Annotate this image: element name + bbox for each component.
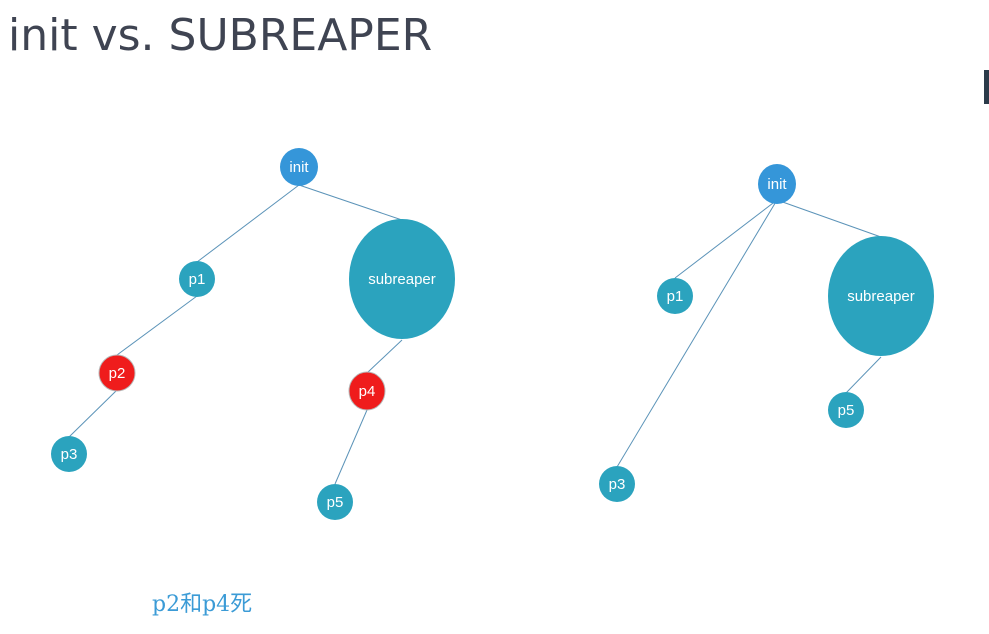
slide-title: init vs. SUBREAPER [8,10,433,61]
node-p5: p5 [317,484,353,520]
node-p4-label: p4 [359,383,376,400]
node-init-circle [280,148,318,186]
edge-init-subreaper [298,184,403,221]
node-p3-circle [51,436,87,472]
node-p4-circle [348,371,386,411]
edge-subreaper-p5-right [845,356,882,394]
node-p5-right-circle [828,392,864,428]
node-p3-right: p3 [599,466,635,502]
node-p1-right-label: p1 [667,288,684,305]
node-init-right: init [758,164,796,204]
node-subreaper-circle [349,219,455,339]
node-p2-label: p2 [109,365,126,382]
node-subreaper: subreaper [349,219,455,339]
edge-p1-p2 [116,295,198,356]
edge-init-subreaper-right [776,199,882,238]
node-p5-label: p5 [327,494,344,511]
edge-p4-p5 [334,409,368,485]
node-p1-circle [179,261,215,297]
right-tree: init p1 subreaper p3 p5 [599,164,934,502]
node-init: init [280,148,318,186]
edge-init-p1-right [674,199,778,279]
node-subreaper-right: subreaper [828,236,934,356]
node-p1-label: p1 [189,271,206,288]
node-p2-dead: p2 [98,354,136,392]
node-subreaper-right-circle [828,236,934,356]
node-p3-label: p3 [61,446,78,463]
node-init-label: init [289,159,309,176]
edge-marker-bar [984,70,989,104]
node-p5-right: p5 [828,392,864,428]
node-init-right-label: init [767,176,787,193]
node-subreaper-right-label: subreaper [847,288,915,305]
node-p3-right-label: p3 [609,476,626,493]
node-init-right-circle [758,164,796,204]
node-p1-right-circle [657,278,693,314]
edge-init-p1 [196,184,300,263]
node-p3-right-circle [599,466,635,502]
diagram-caption: p2和p4死 [152,592,253,617]
node-p5-circle [317,484,353,520]
node-p5-right-label: p5 [838,402,855,419]
node-p1: p1 [179,261,215,297]
left-tree: init p1 subreaper p2 p3 p4 p5 [51,148,455,520]
node-p3: p3 [51,436,87,472]
node-p4-dead: p4 [348,371,386,411]
edge-subreaper-p4 [366,339,403,374]
node-p1-right: p1 [657,278,693,314]
edge-init-p3-right [616,199,778,468]
node-p2-circle [98,354,136,392]
edge-p2-p3 [68,389,118,438]
node-subreaper-label: subreaper [368,271,436,288]
